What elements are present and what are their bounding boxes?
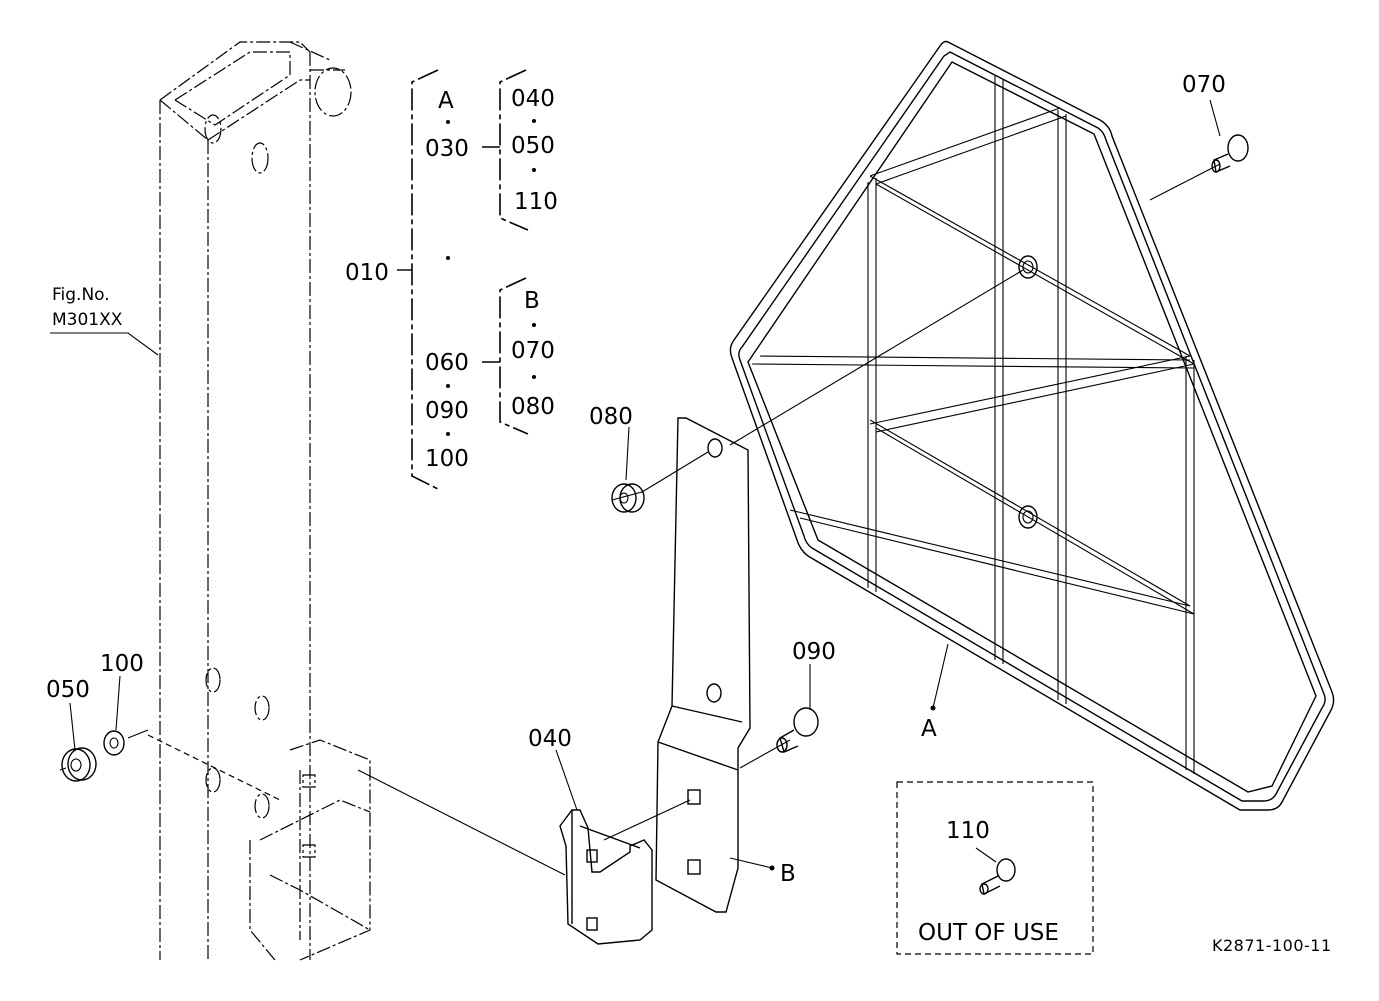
tree-letter-b: B — [524, 288, 540, 314]
phantom-post — [159, 41, 371, 961]
tree-090: 090 — [425, 398, 469, 424]
tree-060: 060 — [425, 350, 469, 376]
washer-100 — [103, 730, 125, 756]
holder-channel — [559, 809, 653, 945]
callout-090: 090 — [792, 639, 836, 665]
figure-reference: Fig.No. M301XX — [50, 285, 159, 356]
tree-080: 080 — [511, 394, 555, 420]
tree-100: 100 — [425, 446, 469, 472]
callout-a: A — [921, 716, 937, 742]
bolt-070 — [1211, 134, 1249, 173]
nut-050 — [61, 747, 97, 782]
tree-110: 110 — [514, 189, 558, 215]
callout-080: 080 — [589, 404, 633, 430]
tree-040: 040 — [511, 86, 555, 112]
callout-050: 050 — [46, 677, 90, 703]
leader-lines — [59, 99, 1221, 876]
drawing-number: K2871-100-11 — [1212, 936, 1332, 955]
bracket-plate — [655, 417, 751, 913]
tree-letter-a: A — [438, 88, 454, 114]
figure-reference-label: Fig.No. — [52, 285, 110, 305]
callout-110: 110 — [946, 818, 990, 844]
callout-070: 070 — [1182, 72, 1226, 98]
bolt-090 — [776, 707, 819, 753]
out-of-use-label: OUT OF USE — [918, 920, 1059, 946]
callout-100: 100 — [100, 651, 144, 677]
out-of-use-box: 110 OUT OF USE — [896, 781, 1094, 955]
tree-010: 010 — [345, 260, 389, 286]
reflector-panel — [729, 40, 1335, 811]
tree-050: 050 — [511, 133, 555, 159]
parts-tree: 010 A 030 060 090 100 040 050 110 B 070 … — [345, 69, 558, 491]
tree-070: 070 — [511, 338, 555, 364]
figure-reference-number: M301XX — [52, 310, 123, 330]
tree-030: 030 — [425, 136, 469, 162]
callout-b: B — [780, 861, 796, 887]
nut-080 — [611, 483, 645, 513]
callout-040: 040 — [528, 726, 572, 752]
